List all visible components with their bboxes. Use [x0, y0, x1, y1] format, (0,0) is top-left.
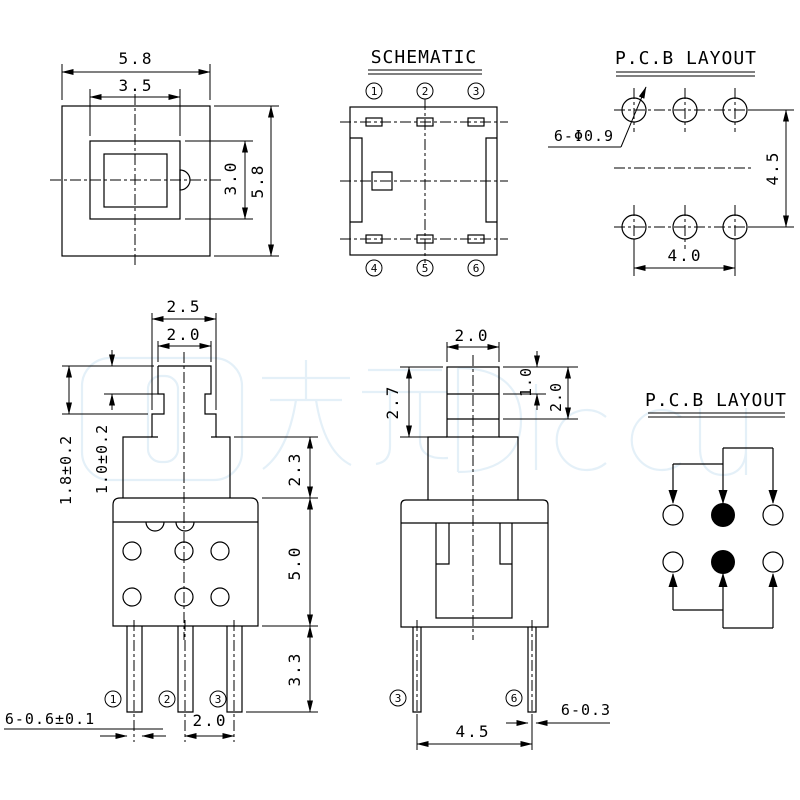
pin-number: 6	[473, 262, 480, 275]
lead-width-label: 6-0.6±0.1	[5, 710, 95, 728]
pin-number: 3	[395, 692, 402, 705]
dim-seg2-height: 2.0	[503, 366, 578, 420]
dim-outer-height: 5.8	[214, 105, 279, 257]
schematic-centerlines	[340, 99, 508, 263]
dim-label: 5.8	[119, 49, 154, 68]
pcb-right-traces	[668, 447, 778, 629]
title-underline	[616, 71, 755, 77]
pin-number: 3	[473, 85, 480, 98]
front-centerlines	[133, 352, 235, 742]
dim-label: 2.7	[383, 385, 402, 420]
schematic-common-contact	[371, 171, 393, 191]
pcb-top-holes	[621, 97, 748, 240]
pcb-top-title: P.C.B LAYOUT	[615, 48, 757, 69]
pin-number: 4	[371, 262, 378, 275]
lead-width-callout: 6-0.6±0.1	[4, 710, 166, 739]
front-cap-bumps	[145, 521, 195, 532]
pcb-right-title: P.C.B LAYOUT	[645, 390, 787, 411]
schematic-contacts	[365, 117, 485, 244]
dim-label: 5.8	[248, 164, 267, 199]
side-pins	[412, 627, 537, 713]
schematic-left-slot	[350, 137, 363, 223]
dim-inner-height: 3.0	[185, 140, 253, 220]
pin-number: 6	[511, 692, 518, 705]
front-pins	[126, 626, 243, 713]
front-view: 2.5 2.0 1.8±0.2 1.0±0.2 2.3	[4, 297, 318, 742]
dim-label: 4.5	[763, 151, 782, 186]
dim-label: 2.0	[167, 325, 202, 344]
dim-tip-width-side: 2.0	[446, 326, 500, 362]
side-pin-numbers: 3 6	[389, 689, 523, 707]
front-pin-numbers: 1 2 3	[104, 690, 227, 708]
dim-label: 5.0	[285, 546, 304, 581]
top-view-key-notch	[179, 169, 191, 191]
side-centerlines	[416, 355, 533, 748]
watermark	[80, 356, 748, 482]
front-body-outline	[112, 497, 259, 627]
dim-inner-width: 3.5	[89, 76, 181, 136]
pin-number: 1	[110, 693, 117, 706]
title-underline	[368, 69, 482, 75]
schematic-right-slot	[485, 137, 497, 223]
dim-label: 3.0	[221, 161, 240, 196]
dim-label: 3.3	[285, 652, 304, 687]
front-rivet-holes	[122, 541, 230, 607]
dim-label: 4.5	[456, 722, 491, 741]
dim-label: 4.0	[668, 246, 703, 265]
top-view: 5.8 3.5 3.0 5.8	[50, 49, 279, 268]
hole-size-label: 6-Φ0.9	[554, 127, 614, 145]
dim-side-pin-pitch: 4.5	[416, 716, 533, 750]
pin-number: 5	[422, 262, 429, 275]
schematic-pin-numbers: 1 2 3 4 5 6	[365, 82, 485, 277]
pin-number: 2	[164, 693, 171, 706]
side-lead-callout: 6-0.3	[506, 701, 611, 726]
dim-seg1-height: 1.0	[503, 351, 578, 410]
lead-width-label: 6-0.3	[561, 701, 611, 719]
dim-tip-height: 1.0±0.2	[93, 350, 160, 494]
dim-label: 1.0±0.2	[93, 424, 111, 494]
side-body-outline	[400, 499, 549, 628]
hole-callout: 6-Φ0.9	[548, 86, 647, 148]
pcb-layout-right: P.C.B LAYOUT	[645, 390, 787, 629]
dim-pin-pitch: 2.0	[184, 711, 235, 739]
schematic-view: SCHEMATIC 1 2 3 4 5 6	[340, 47, 508, 277]
dim-label: 2.0	[455, 326, 490, 345]
dim-pin-length: 3.3	[246, 625, 318, 713]
schematic-title: SCHEMATIC	[371, 47, 478, 68]
title-underline	[648, 412, 785, 418]
dim-label: 1.8±0.2	[57, 435, 75, 505]
dim-outer-width: 5.8	[61, 49, 211, 100]
pcb-top-centerlines	[614, 88, 753, 249]
pin-number: 2	[422, 85, 429, 98]
dim-label: 2.0	[547, 382, 565, 412]
dim-label: 2.0	[193, 711, 228, 730]
dim-label: 1.0	[517, 367, 535, 397]
dim-stem-height: 1.8±0.2	[57, 365, 154, 505]
dim-col-pitch: 4.0	[633, 241, 736, 276]
dim-neck-height: 2.3	[234, 436, 318, 499]
dim-plunger-height: 2.7	[383, 366, 443, 438]
dim-row-pitch: 4.5	[748, 109, 794, 228]
pin-number: 1	[371, 85, 378, 98]
dim-label: 3.5	[119, 76, 154, 95]
top-view-outer-outline	[61, 105, 211, 257]
dim-body-height: 5.0	[262, 497, 318, 627]
side-view: 2.0 2.7 1.0 2.0 3 6 6-0.3	[383, 326, 611, 750]
pcb-right-pads	[662, 503, 784, 574]
front-upper-block	[122, 436, 231, 498]
dim-label: 2.5	[167, 297, 202, 316]
side-inner-slots	[435, 523, 513, 619]
dim-label: 2.3	[285, 452, 304, 487]
pcb-layout-top: P.C.B LAYOUT 6-Φ0.9 4.5 4.0	[548, 48, 794, 276]
top-view-centerlines	[50, 94, 222, 268]
dim-tip-width: 2.0	[157, 325, 212, 362]
pin-number: 3	[215, 693, 222, 706]
